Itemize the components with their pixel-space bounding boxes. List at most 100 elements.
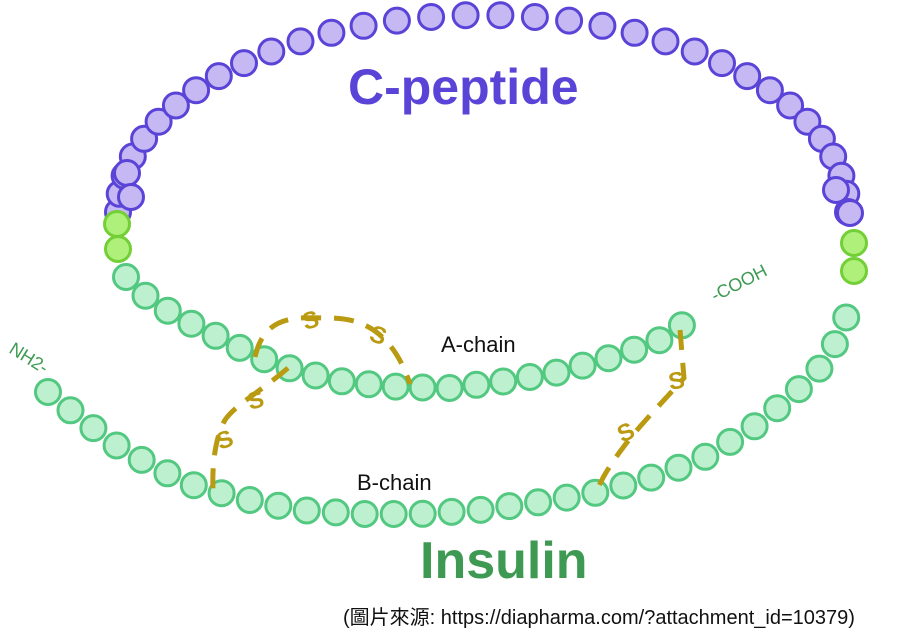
c-peptide-residue (620, 18, 649, 47)
c-peptide-residue (204, 62, 233, 91)
a-chain-residue (301, 361, 330, 390)
a-chain-residue (225, 333, 254, 362)
b-chain-residue (609, 471, 638, 500)
b-chain-residue (321, 498, 350, 527)
c-peptide-residue (836, 199, 864, 227)
c-peptide-residue (182, 76, 211, 105)
b-chain-residue (408, 499, 437, 528)
disulfide-bond-a-b-left (210, 366, 290, 491)
b-chain-residue (581, 478, 610, 507)
c-peptide-residue (417, 3, 446, 31)
c-peptide-residue (317, 18, 346, 47)
c-peptide-residue (755, 76, 784, 105)
a-chain-residue (153, 296, 182, 325)
disulfide-bond-intra-a (252, 315, 413, 385)
c-peptide-residue (776, 91, 805, 120)
b-chain-residue (79, 414, 108, 443)
insulin-title: Insulin (420, 532, 588, 590)
a-chain-residue (327, 367, 356, 396)
b-chain-residue (763, 394, 792, 423)
b-chain-residue (153, 459, 182, 488)
b-chain-label: B-chain (357, 470, 432, 495)
b-chain-residue (524, 488, 553, 517)
a-chain-residues (112, 263, 696, 402)
a-chain-residue (489, 367, 518, 396)
a-chain-residue (568, 351, 597, 380)
b-chain-residue (350, 500, 379, 528)
c-peptide-residue (520, 3, 549, 31)
c-peptide-residue (113, 159, 141, 187)
c-peptide-residue (257, 37, 286, 66)
c-peptide-residue (349, 11, 378, 40)
connector-residues (103, 210, 868, 285)
c-peptide-residue (230, 49, 258, 78)
c-peptide-residue (286, 27, 315, 56)
b-chain-residue (805, 354, 834, 383)
b-chain-residue (264, 491, 293, 520)
b-chain-residue (34, 378, 62, 406)
b-chain-residue (552, 483, 581, 512)
a-chain-residue (645, 326, 674, 355)
b-chain-residue (179, 471, 208, 500)
sulfur-label: S (613, 417, 639, 448)
a-chain-residue (408, 373, 437, 402)
c-peptide-residue (651, 27, 680, 56)
c-peptide-residue (680, 37, 709, 66)
b-chain-residue (379, 500, 408, 528)
a-chain-residue (177, 309, 206, 338)
b-chain-residue (832, 303, 861, 332)
disulfide-bonds (210, 315, 687, 497)
c-peptide-residue (588, 11, 617, 40)
disulfide-bond-a-b-right (592, 329, 687, 497)
a-chain-residue (594, 344, 623, 373)
a-chain-residue (462, 370, 491, 399)
a-chain-label: A-chain (441, 332, 516, 357)
c-peptide-residues (104, 1, 864, 227)
c-peptide-residue (822, 176, 850, 204)
sulfur-label: S (245, 386, 267, 416)
c-peptide-residue (708, 49, 736, 78)
b-chain-residue (637, 463, 666, 492)
a-chain-residue (354, 370, 383, 399)
b-chain-residue (56, 396, 85, 425)
c-peptide-residue (382, 6, 411, 35)
b-chain-residue (102, 431, 131, 460)
b-chain-residue (740, 412, 769, 441)
a-chain-residue (435, 374, 464, 402)
b-chain-residue (495, 492, 524, 521)
a-chain-residue (620, 335, 649, 364)
image-source-caption: (圖片來源: https://diapharma.com/?attachment… (343, 606, 855, 629)
b-chain-residue (235, 486, 264, 514)
a-chain-residue (112, 263, 140, 291)
sulfur-label: S (300, 306, 322, 336)
a-chain-residue (515, 363, 544, 391)
b-chain-residues (34, 303, 861, 528)
b-chain-residue (664, 453, 693, 482)
b-chain-residue (466, 495, 495, 524)
sulfur-atoms: S S S S S S (213, 306, 687, 456)
n-terminus-label: NH2- (6, 338, 52, 377)
c-peptide-residue (555, 6, 584, 35)
c-peptide-residue (161, 91, 190, 120)
connector-residue (103, 210, 131, 238)
c-peptide-residue (486, 1, 515, 30)
c-terminus-label: -COOH (708, 261, 771, 306)
b-chain-residue (127, 445, 156, 474)
c-peptide-title: C-peptide (348, 59, 579, 115)
sulfur-label: S (666, 367, 686, 396)
b-chain-residue (691, 442, 720, 471)
a-chain-residue (201, 321, 230, 350)
a-chain-residue (131, 281, 160, 310)
a-chain-residue (381, 372, 410, 401)
b-chain-residue (292, 496, 321, 525)
c-peptide-residue (144, 107, 173, 136)
b-chain-residue (784, 375, 813, 404)
b-chain-residue (716, 427, 745, 456)
c-peptide-residue (117, 183, 145, 211)
connector-residue (104, 235, 132, 263)
c-peptide-residue (451, 1, 480, 30)
c-peptide-residue (733, 62, 762, 91)
b-chain-residue (820, 330, 849, 359)
connector-residue (840, 229, 868, 257)
